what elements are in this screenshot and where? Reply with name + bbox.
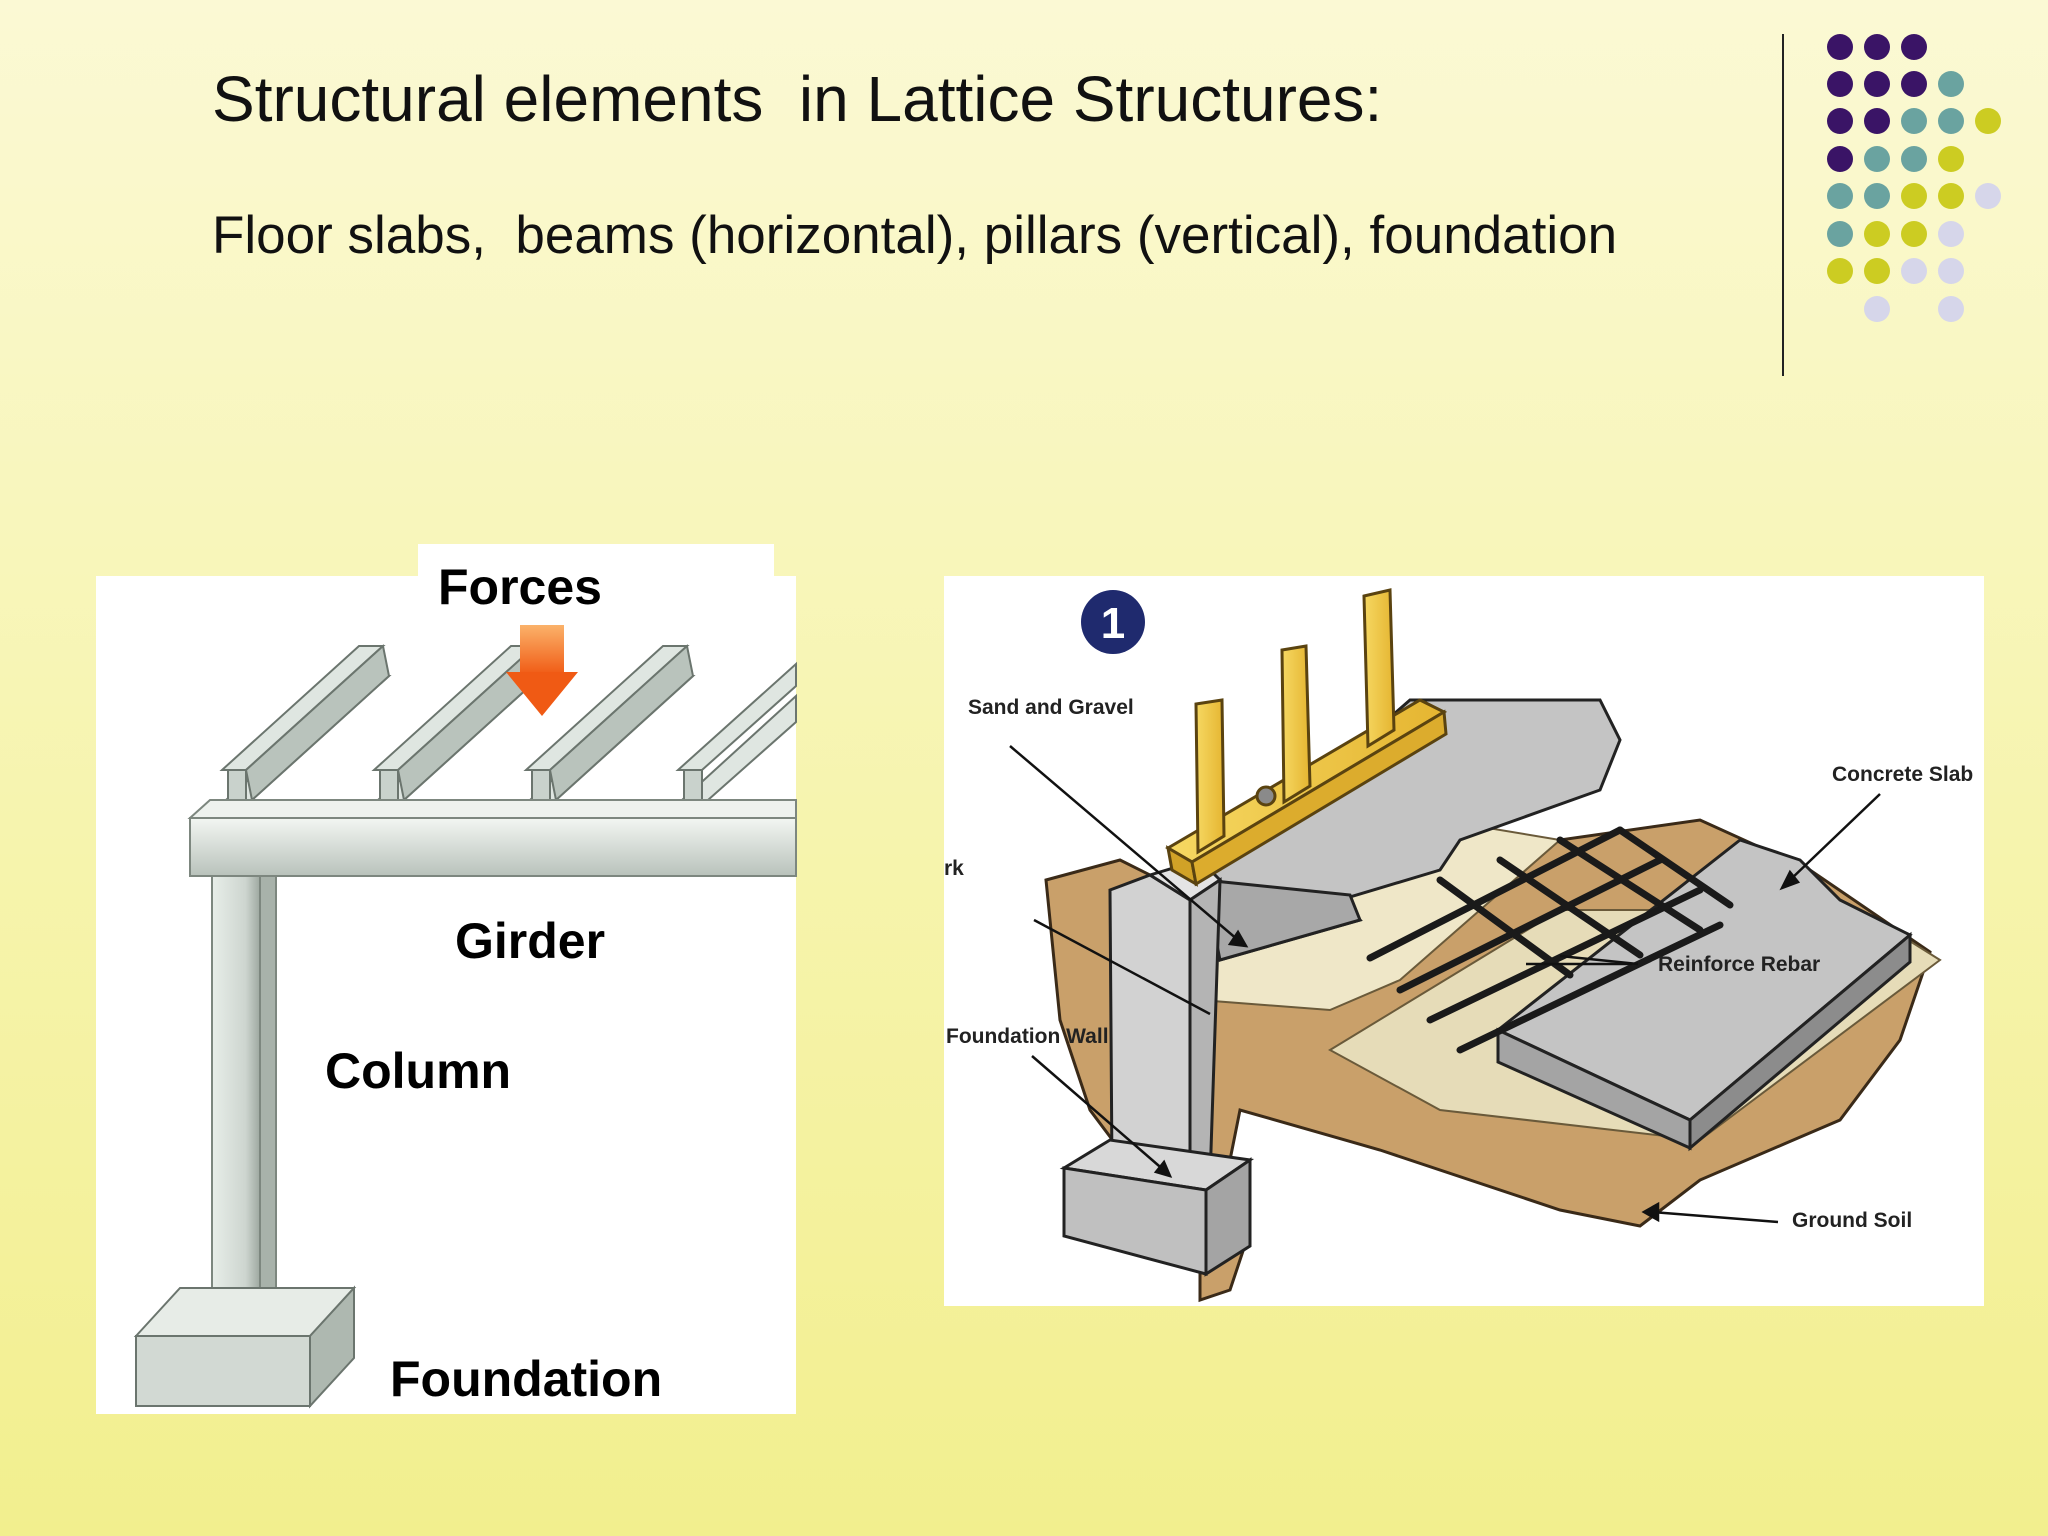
foundation-footing (1059, 1138, 1255, 1277)
dot-row-2 (1827, 71, 1964, 97)
dot-row-7 (1827, 258, 1964, 284)
label-partial: rk (944, 857, 964, 880)
wood-formwork (1165, 588, 1448, 887)
i-beam-4 (675, 661, 797, 801)
rebar-grid (1366, 826, 1734, 1054)
force-arrow-icon (506, 625, 578, 716)
dot-row-3 (1827, 108, 2001, 134)
i-beam-3 (523, 644, 696, 802)
leader-lines (1009, 745, 1881, 1224)
decorative-divider (1782, 34, 1784, 376)
label-sand-gravel: Sand and Gravel (968, 696, 1134, 719)
label-reinforce-rebar: Reinforce Rebar (1658, 953, 1820, 976)
label-ground-soil: Ground Soil (1792, 1209, 1912, 1232)
dot-row-1 (1827, 34, 1927, 60)
label-foundation-wall: Foundation Wall (946, 1025, 1109, 1048)
step-badge: 1 (1081, 590, 1145, 654)
label-column: Column (325, 1043, 511, 1099)
label-girder: Girder (455, 913, 605, 969)
dot-row-8 (1864, 296, 1964, 322)
girder-beam (187, 799, 797, 877)
column-pillar (211, 875, 277, 1311)
i-beam-2 (371, 644, 544, 802)
i-beam-1 (219, 644, 392, 802)
slide-subtitle: Floor slabs, beams (horizontal), pillars… (212, 206, 1618, 265)
dot-row-4 (1827, 146, 1964, 172)
foundation-block (133, 1285, 357, 1409)
step-number: 1 (1101, 599, 1125, 648)
dot-row-5 (1827, 183, 2001, 209)
frame-diagram-panel-tab (418, 544, 774, 604)
label-concrete-slab: Concrete Slab (1832, 763, 1973, 786)
decorative-dot-grid (1827, 34, 2001, 322)
label-forces: Forces (438, 559, 602, 615)
concrete-slab-right (1495, 838, 1913, 1152)
dot-row-6 (1827, 221, 1964, 247)
slide-title: Structural elements in Lattice Structure… (212, 63, 1383, 135)
label-foundation: Foundation (390, 1351, 662, 1407)
